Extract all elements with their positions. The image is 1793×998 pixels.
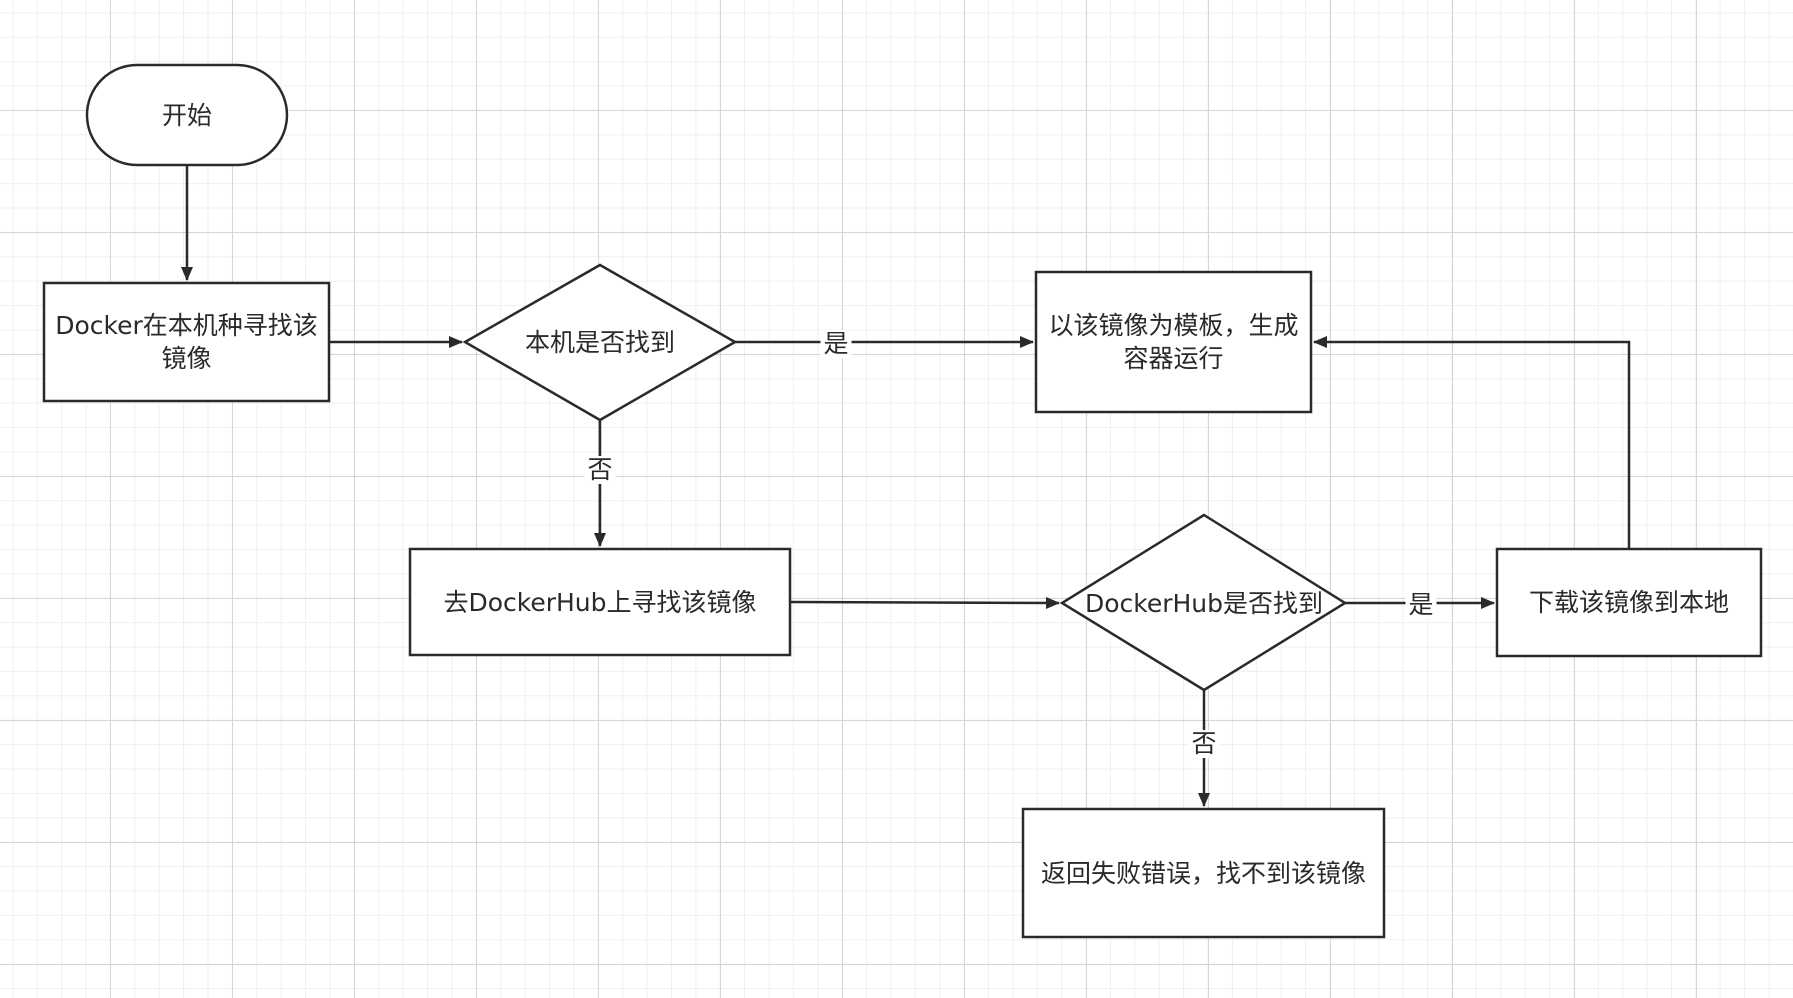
hub-found-no-label: 否	[1188, 730, 1220, 758]
fail-process-shape	[1021, 807, 1386, 939]
run-container-node-label: 以该镜像为模板，生成容器运行	[1048, 311, 1299, 373]
local-found-no-label: 否	[584, 456, 616, 484]
hub-search-process-shape	[408, 547, 792, 657]
local-found-decision-label: 本机是否找到	[524, 327, 675, 357]
fail-node-label: 返回失败错误，找不到该镜像	[1040, 858, 1366, 888]
hub-search-node-label: 去DockerHub上寻找该镜像	[443, 587, 757, 617]
download-process-shape	[1495, 547, 1763, 658]
hub-found-yes-label: 是	[1405, 591, 1437, 619]
run-container-process-shape	[1034, 270, 1313, 414]
hub-found-decision-label: DockerHub是否找到	[1084, 588, 1324, 618]
start-node-label: 开始	[161, 100, 212, 130]
local-search-node-label: Docker在本机种寻找该镜像	[55, 311, 318, 373]
hub-search-to-hub-found-arrow	[789, 596, 1060, 609]
local-search-process-shape	[42, 281, 331, 403]
download-node-label: 下载该镜像到本地	[1528, 588, 1729, 617]
local-found-yes-label: 是	[820, 330, 852, 358]
download-to-run-container-arrow	[1313, 336, 1631, 549]
